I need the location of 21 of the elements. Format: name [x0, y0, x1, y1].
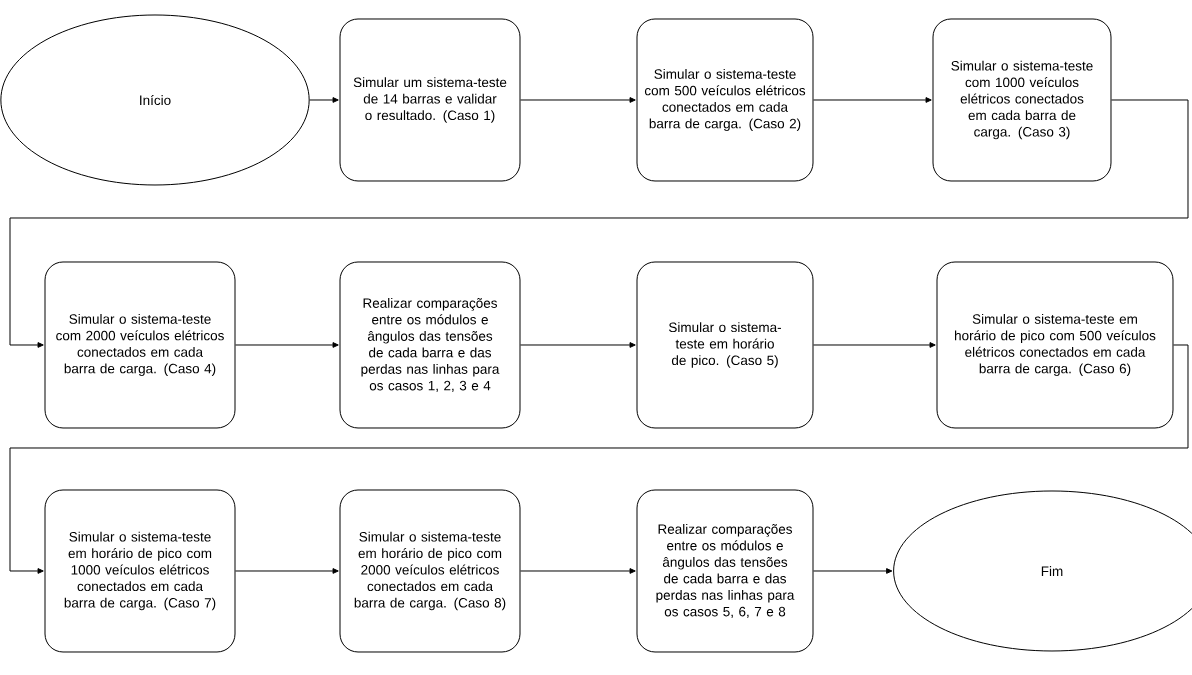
arrow [520, 342, 636, 348]
process-box: Realizar comparações entre os módulos e ângulos das tensões de cada barra e das perdas nas linhas para os casos 5, 6, 7 e 8 [636, 489, 814, 653]
process-box: Simular o sistema-teste em horário de pico com 1000 veículos elétricos conectados em cada barra de carga. (Caso 7) [44, 489, 236, 653]
process-box: Simular um sistema-teste de 14 barras e validar o resultado. (Caso 1) [339, 18, 521, 182]
arrow [9, 99, 1189, 348]
process-box: Simular o sistema-teste com 1000 veículos elétricos conectados em cada barra de carga. (Caso 3) [932, 18, 1112, 182]
arrow [813, 342, 936, 348]
arrow [9, 344, 1189, 574]
process-box: Simular o sistema-teste em horário de pico com 500 veículos elétricos conectados em cada barra de carga. (Caso 6) [936, 261, 1174, 429]
arrow [813, 97, 932, 103]
arrow [235, 568, 339, 574]
arrow [813, 568, 893, 574]
arrow [520, 97, 636, 103]
process-box: Simular o sistema-teste com 500 veículos elétricos conectados em cada barra de carga. (Caso 2) [636, 18, 814, 182]
process-box: Simular o sistema-teste em horário de pico. (Caso 5) [636, 261, 814, 429]
arrow [235, 342, 339, 348]
process-box: Simular o sistema-teste em horário de pico com 2000 veículos elétricos conectados em cada barra de carga. (Caso 8) [339, 489, 521, 653]
arrow [309, 97, 339, 103]
arrow [520, 568, 636, 574]
process-box: Simular o sistema-teste com 2000 veículos elétricos conectados em cada barra de carga. (Caso 4) [44, 261, 236, 429]
process-box: Realizar comparações entre os módulos e ângulos das tensões de cada barra e das perdas nas linhas para os casos 1, 2, 3 e 4 [339, 261, 521, 429]
